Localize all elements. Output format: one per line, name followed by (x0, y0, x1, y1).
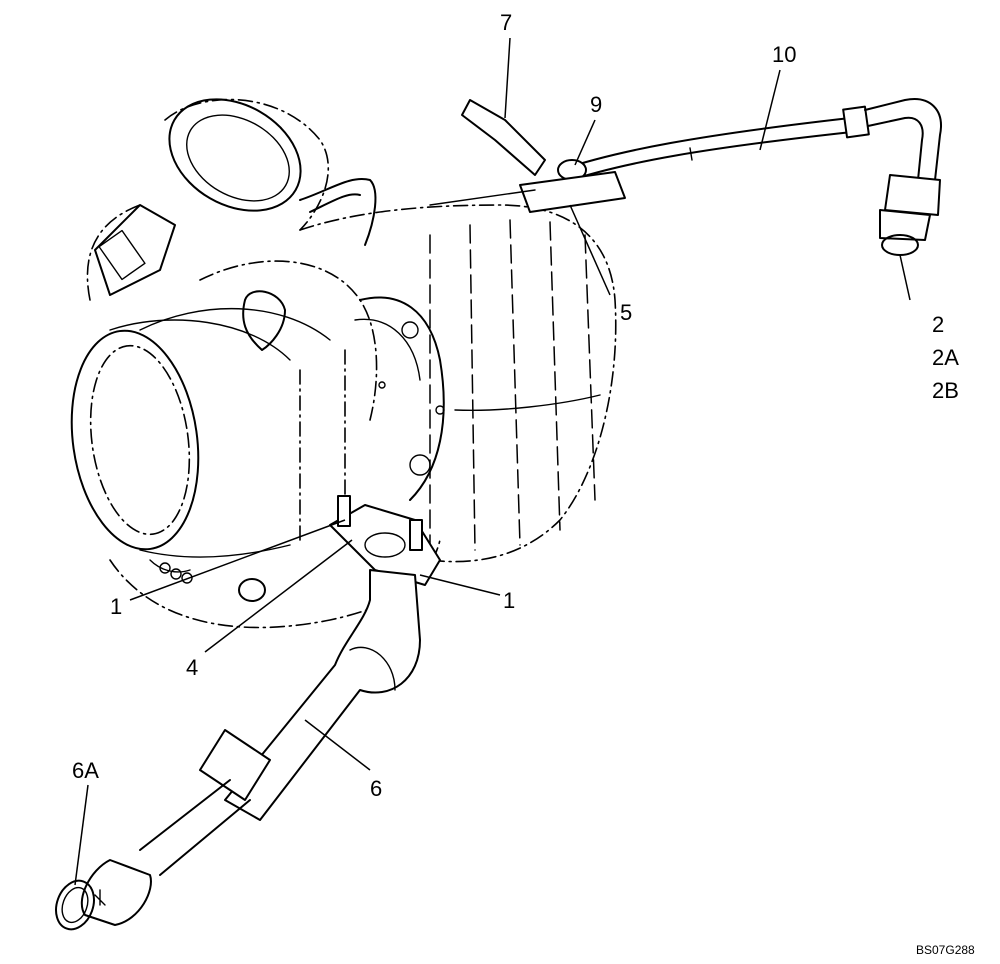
banjo-fitting (429, 99, 626, 213)
drain-tube (55, 569, 421, 931)
leader-9 (574, 119, 596, 166)
callout-10: 10 (772, 42, 797, 67)
callout-6a: 6A (72, 758, 99, 783)
callout-5: 5 (620, 300, 633, 325)
leader-6a (74, 784, 89, 886)
callout-7: 7 (500, 10, 513, 35)
callout-2b: 2B (932, 378, 959, 403)
drain-knob (242, 290, 286, 351)
plug-cap (238, 578, 266, 602)
leader-1-right (419, 574, 501, 596)
center-housing (354, 296, 445, 501)
leader-7 (504, 37, 511, 119)
oil-feed-line (299, 98, 942, 256)
callout-9: 9 (590, 92, 603, 117)
leader-2 (899, 254, 911, 301)
callout-1-left: 1 (110, 594, 123, 619)
callout-6: 6 (370, 776, 383, 801)
callout-2a: 2A (932, 345, 959, 370)
inlet-clamp (149, 559, 193, 584)
leader-1-left (129, 519, 346, 601)
callout-2: 2 (932, 312, 945, 337)
leader-5 (569, 204, 611, 296)
callout-1-right: 1 (503, 588, 516, 613)
leader-4 (204, 539, 353, 653)
wastegate-ring (168, 98, 302, 212)
turbine-housing (299, 204, 617, 563)
reference-code: BS07G288 (916, 943, 975, 957)
sensor-bracket (94, 204, 176, 296)
leader-10 (759, 69, 781, 151)
callout-4: 4 (186, 655, 199, 680)
leader-lines (74, 37, 911, 886)
leader-6 (304, 719, 371, 771)
compressor-inlet (70, 319, 346, 558)
